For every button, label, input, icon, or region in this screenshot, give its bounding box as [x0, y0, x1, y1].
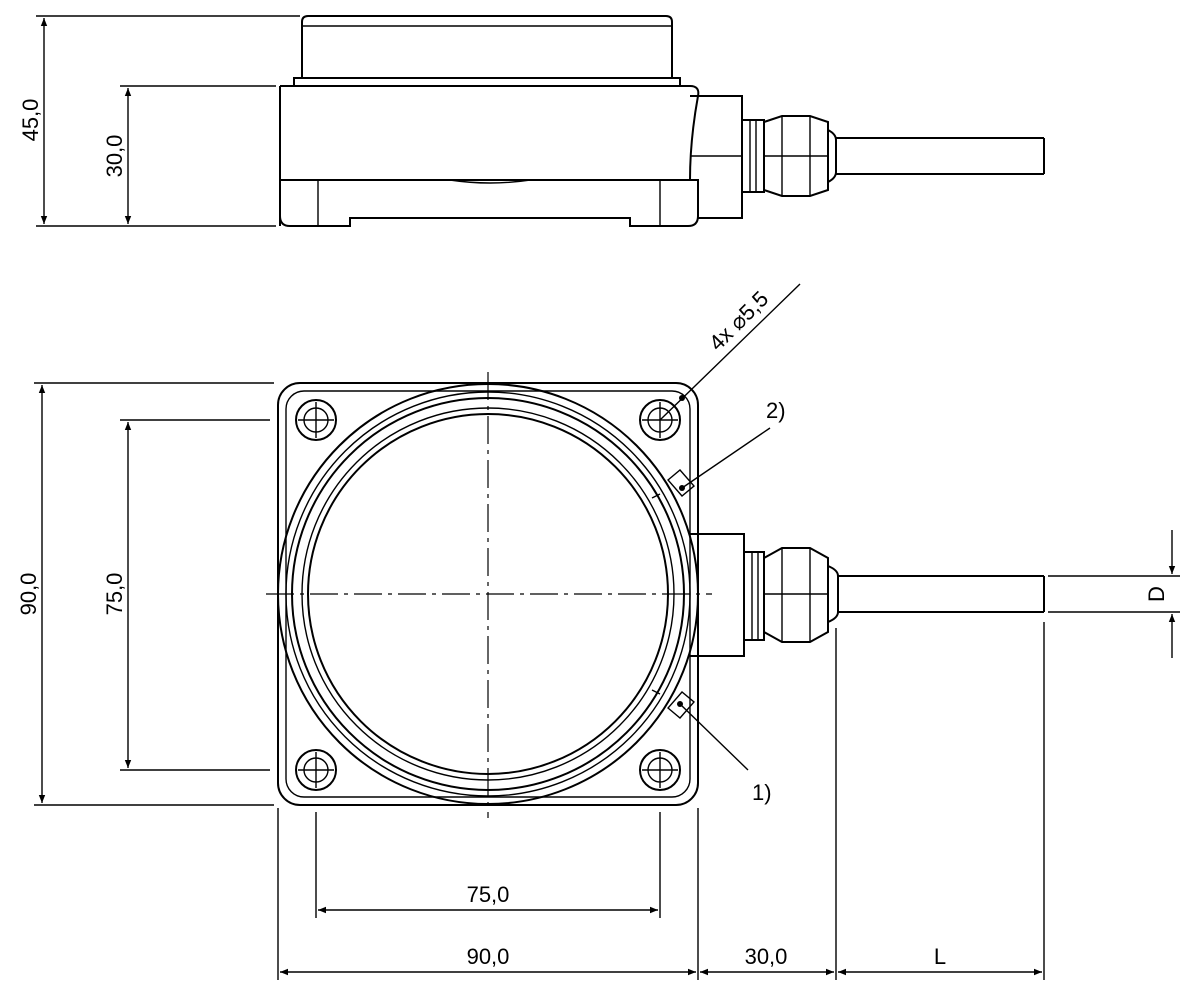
side-view: 45,0 30,0 [18, 15, 1045, 227]
callout-1-label: 1) [752, 780, 772, 805]
dim-cable-diameter: D [1144, 586, 1169, 602]
mounting-hole [295, 399, 337, 441]
dim-top-height: 90,0 [16, 573, 41, 616]
dim-connector-length: 30,0 [745, 944, 788, 969]
dim-hole-spacing-vertical: 75,0 [102, 573, 127, 616]
mounting-hole [639, 749, 681, 791]
dim-side-height-total: 45,0 [18, 99, 43, 142]
dim-bottom-width: 90,0 [467, 944, 510, 969]
top-view: 4x ⌀5,5 2) 1) 90,0 75,0 75,0 90,0 30,0 L [16, 283, 1180, 980]
mounting-hole [639, 399, 681, 441]
callout-2-label: 2) [766, 398, 786, 423]
mounting-hole [295, 749, 337, 791]
dim-cable-length: L [934, 944, 946, 969]
dim-hole-spacing-horizontal: 75,0 [467, 882, 510, 907]
dim-side-height-body: 30,0 [102, 135, 127, 178]
